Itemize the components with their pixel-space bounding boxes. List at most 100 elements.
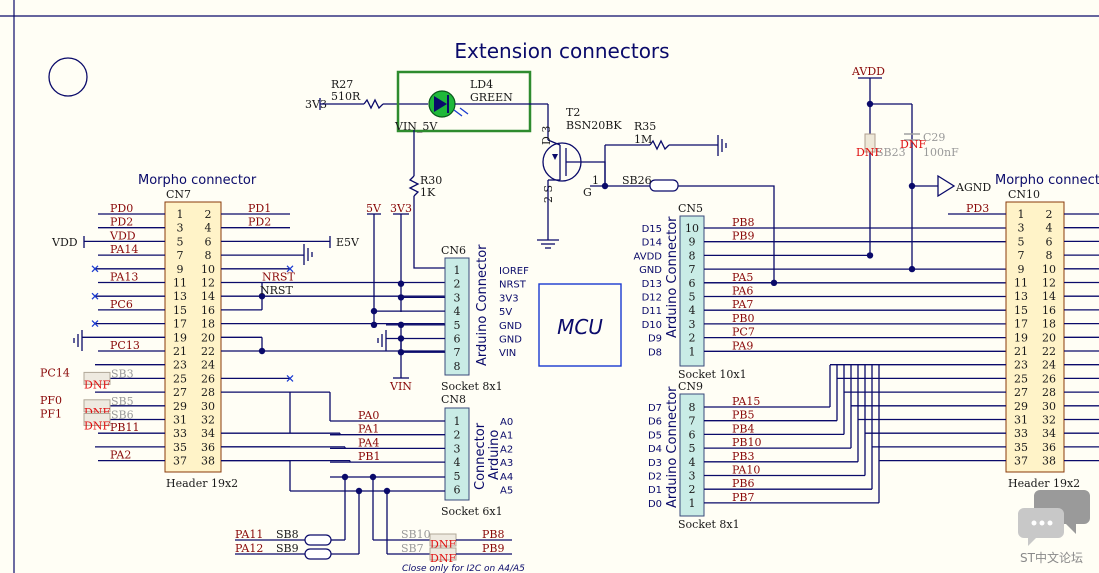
bridge-ref: SB8 (276, 528, 299, 541)
bridge-ref: SB9 (276, 542, 299, 555)
cn10-pin-number: 36 (1042, 441, 1056, 454)
r27-resistor (363, 98, 384, 110)
no-connect-mark (286, 374, 294, 382)
cn7-left-net-label: PD2 (110, 216, 133, 229)
cn6-pin-number: 1 (454, 264, 461, 277)
cn7-pin-number: 36 (201, 441, 215, 454)
cn5-pin-label: D12 (642, 293, 662, 304)
cn5-net-label: PA9 (732, 339, 753, 352)
r30-value: 1K (420, 186, 436, 199)
cn8-net-label: PA0 (358, 409, 379, 422)
mcu-label: MCU (557, 315, 603, 339)
cn5-net-label: PA5 (732, 271, 753, 284)
cn9-pin-number: 6 (689, 428, 696, 441)
cn8-pin-number: 6 (454, 484, 461, 497)
cn5-pin-number: 5 (689, 291, 696, 304)
t2-gate-pin: 1 (592, 174, 599, 187)
cn7-left-net-label: PA13 (110, 271, 138, 284)
junction-dot (370, 321, 378, 328)
cn9-footer: Socket 8x1 (678, 518, 740, 531)
cn6-pin-label: IOREF (499, 266, 529, 277)
i2c-footnote: Close only for I2C on A4/A5 (402, 564, 525, 573)
dnf-bridge (83, 399, 111, 413)
cn5-net-label: PB0 (732, 312, 754, 325)
cn9-pin-label: D0 (648, 499, 662, 510)
cn9-pin-label: D5 (648, 430, 662, 441)
c29-dnf: DNF (900, 138, 926, 151)
cn7-pin-number: 11 (173, 277, 187, 290)
cn7-header (164, 201, 222, 473)
cn7-pin-number: 5 (177, 235, 184, 248)
cn7-left-net-label: PA14 (110, 243, 138, 256)
bridge-ref: SB10 (401, 528, 431, 541)
cn8-pin-label: A4 (500, 472, 513, 483)
cn10-pin-number: 24 (1042, 359, 1056, 372)
cn9-pin-label: D2 (648, 472, 662, 483)
cn8-socket (444, 407, 470, 501)
vin-5v-label: VIN_5V (394, 120, 438, 133)
cn7-pin-number: 29 (173, 400, 187, 413)
cn8-pin-label: A3 (500, 458, 513, 469)
cn10-pin-number: 18 (1042, 318, 1056, 331)
fiducial-mark (48, 57, 88, 97)
cn10-pin-number: 34 (1042, 427, 1056, 440)
r35-ref: R35 (634, 120, 656, 133)
cn7-gnd-left-icon (73, 330, 83, 351)
cn7-pin-number: 24 (201, 359, 215, 372)
cn7-pin-number: 13 (173, 290, 187, 303)
no-connect-mark (286, 265, 294, 273)
r30-ref: R30 (420, 174, 442, 187)
junction-dot (258, 293, 266, 300)
cn10-pin-number: 2 (1046, 208, 1053, 221)
vdd-label: VDD (51, 236, 78, 249)
cn7-pin-number: 10 (201, 263, 215, 276)
cn7-pin-number: 17 (173, 318, 187, 331)
cn7-pin-number: 32 (201, 414, 215, 427)
cn10-pin-number: 10 (1042, 263, 1056, 276)
cn10-pin-number: 37 (1014, 455, 1028, 468)
cn9-net-label: PB3 (732, 450, 754, 463)
page-title: Extension connectors (454, 39, 669, 63)
cn10-pin-number: 35 (1014, 441, 1028, 454)
cn5-pins: 10D15PB89D14PB98AVDD7GND6D13PA55D12PA64D… (634, 216, 1006, 358)
cn8-pin-number: 3 (454, 442, 461, 455)
cn9-pin-number: 1 (689, 497, 696, 510)
cn5-pin-number: 1 (689, 345, 696, 358)
cn10-pin-number: 30 (1042, 400, 1056, 413)
agnd-arrow-icon (937, 174, 956, 198)
cn10-section-title: Morpho connector (995, 173, 1099, 188)
cn6-pin-number: 4 (454, 305, 461, 318)
cn8-pin-label: A5 (500, 486, 513, 497)
cn10-pin-number: 14 (1042, 290, 1056, 303)
cn10-pin-number: 38 (1042, 455, 1056, 468)
cn6-pin-number: 8 (454, 360, 461, 373)
cn10-pin-number: 1 (1018, 208, 1025, 221)
r27-ref: R27 (331, 78, 353, 91)
cn8-net-label: PA1 (358, 423, 379, 436)
cn6-gnd-icon (377, 330, 387, 351)
solder-bridge (304, 548, 332, 560)
cn10-pin-number: 25 (1014, 372, 1028, 385)
cn5-net-label: PA6 (732, 285, 753, 298)
cn9-pin-label: D1 (648, 485, 662, 496)
cn7-pin-number: 21 (173, 345, 187, 358)
cn8-pin-label: A1 (500, 431, 513, 442)
cn5-pin-number: 9 (689, 236, 696, 249)
cn5-pin-label: D11 (642, 306, 662, 317)
sb23-dnf: DNF (856, 146, 882, 159)
bridge-net-label: PB8 (482, 528, 504, 541)
cn7-pin-number: 3 (177, 222, 184, 235)
junction-dot (397, 280, 405, 287)
cn10-pin-number: 5 (1018, 235, 1025, 248)
cn10-pin-number: 13 (1014, 290, 1028, 303)
cn9-pin-number: 5 (689, 442, 696, 455)
cn9-pin-label: D4 (648, 444, 662, 455)
cn10-footer: Header 19x2 (1008, 477, 1080, 490)
cn10-pin-number: 15 (1014, 304, 1028, 317)
cn5-pin-label: D9 (648, 334, 662, 345)
cn7-left-net-label: PA2 (110, 449, 131, 462)
t2-ground-icon (537, 239, 559, 249)
r27-value: 510R (331, 90, 361, 103)
